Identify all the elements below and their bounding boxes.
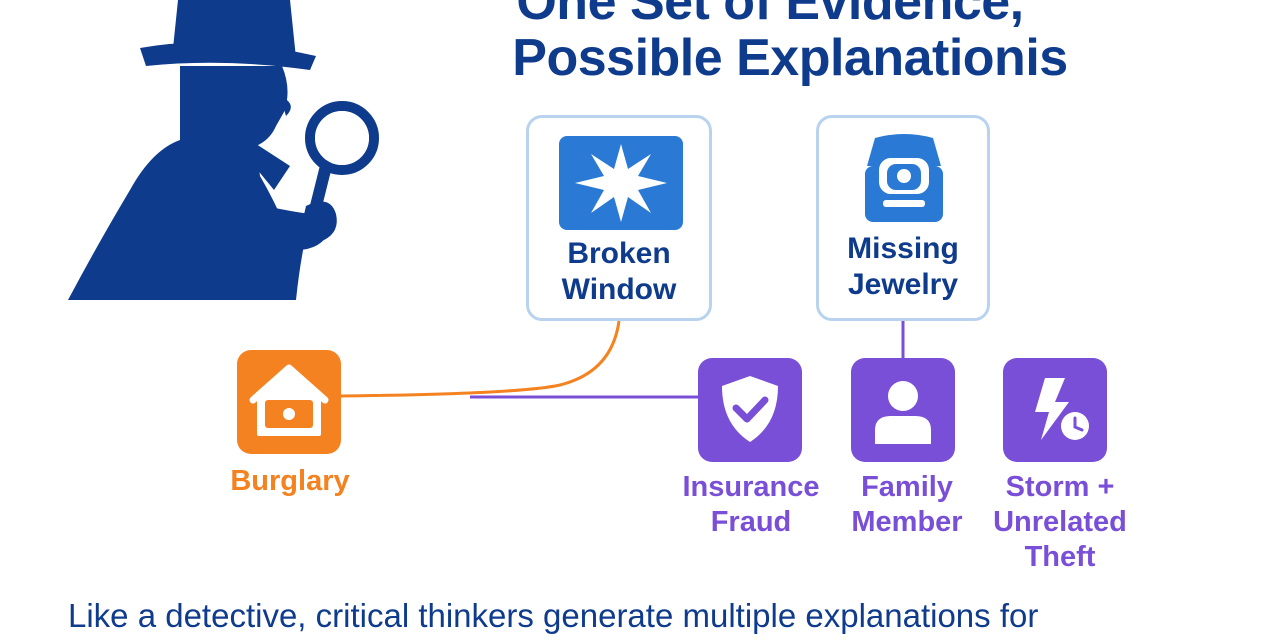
lightning-clock-icon [1035, 378, 1089, 440]
evidence-label-missing-jewelry: Missing Jewelry [847, 232, 959, 301]
explanation-tile-insurance-fraud [698, 358, 802, 462]
title-line-2: Possible Explanationis [512, 29, 1068, 87]
explanation-tile-burglary [237, 350, 341, 454]
broken-window-icon [559, 136, 683, 230]
explanation-label-insurance-fraud: Insurance Fraud [682, 471, 820, 538]
evidence-card-broken-window: Broken Window [526, 115, 712, 321]
house-icon [249, 364, 329, 436]
explanation-label-burglary: Burglary [230, 465, 350, 497]
explanation-tile-family-member [851, 358, 955, 462]
jewelry-box-icon [865, 134, 943, 222]
detective-icon [68, 0, 379, 300]
explanation-label-storm-unrelated-theft: Storm + Unrelated Theft [993, 471, 1127, 573]
person-icon [875, 381, 931, 444]
shield-check-icon [722, 376, 778, 442]
explanation-tile-storm-unrelated-theft [1003, 358, 1107, 462]
link-broken-window-to-burglary [340, 320, 621, 398]
evidence-card-missing-jewelry: Missing Jewelry [816, 115, 990, 321]
explanation-label-family-member: Family Member [851, 471, 963, 538]
title-line-1: One Set of Evidence, [516, 0, 1024, 31]
caption-text: Like a detective, critical thinkers gene… [68, 597, 1039, 634]
evidence-label-broken-window: Broken Window [561, 237, 677, 306]
